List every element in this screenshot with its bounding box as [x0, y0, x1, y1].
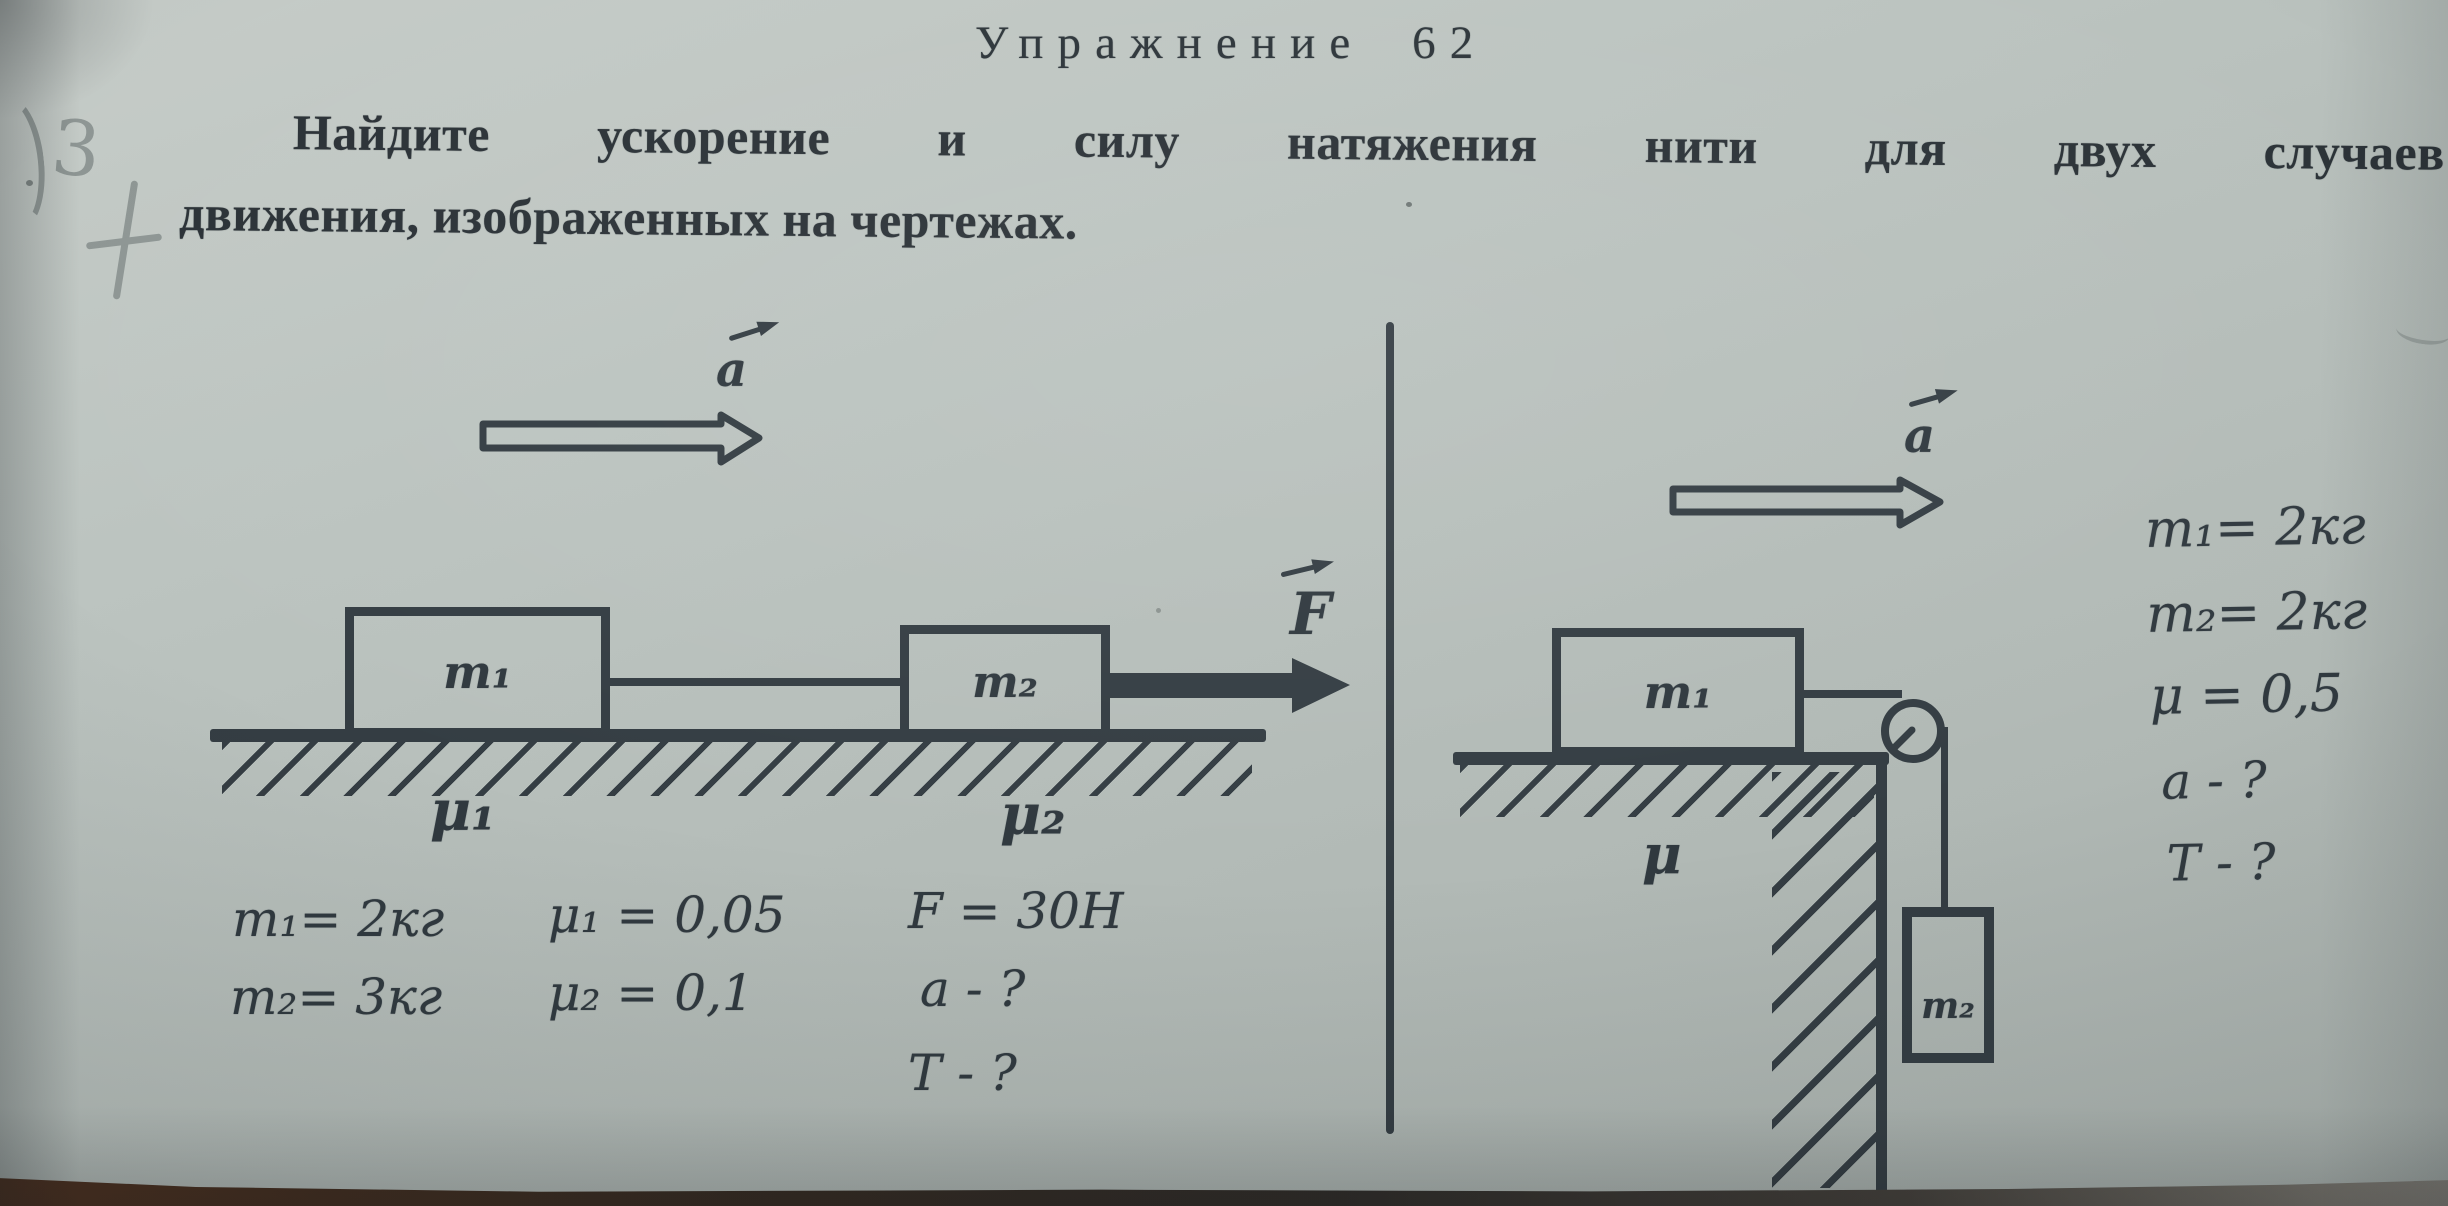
photo-table-edge — [0, 1178, 2448, 1206]
given-mu: μ = 0,5 — [2149, 663, 2344, 727]
find-acceleration: a - ? — [2160, 750, 2268, 811]
acceleration-label: a — [1904, 408, 1936, 464]
ink-speck — [1406, 202, 1412, 207]
given-m2: m₂= 3кг — [230, 968, 443, 1026]
diagram-divider-line — [1386, 322, 1394, 1134]
force-arrow — [1106, 658, 1350, 713]
given-m2: m₂= 2кг — [2145, 581, 2368, 645]
block-m2: m₂ — [900, 625, 1110, 739]
block-m1-label: m₁ — [443, 645, 512, 699]
vector-arrow-icon — [729, 321, 780, 341]
block-m2-label: m₂ — [972, 656, 1038, 708]
string-horizontal — [1798, 690, 1902, 698]
vector-arrow-icon — [1280, 559, 1334, 577]
acceleration-arrow — [1669, 476, 1944, 529]
table-line — [1453, 752, 1889, 765]
given-force: F = 30Н — [908, 882, 1124, 940]
connecting-rod — [606, 678, 904, 686]
force-label: F — [1290, 580, 1332, 648]
acceleration-label: a — [716, 342, 748, 398]
ground-line — [210, 729, 1266, 742]
ink-speck-2 — [1156, 608, 1161, 613]
ground-hatching — [222, 742, 1252, 796]
problem-text-line-1: Найдите ускорение и силу натяжения нити … — [292, 104, 2446, 181]
block-m2-label: m₂ — [1921, 985, 1975, 1027]
block-m2: m₂ — [1902, 907, 1994, 1063]
acceleration-arrow — [479, 411, 763, 466]
page-title: Упражнение 62 — [975, 17, 1488, 69]
problem-text-line-2: движения, изображенных на чертежах. — [178, 184, 1079, 250]
block-m1: m₁ — [1552, 628, 1804, 756]
mu1-label: μ₁ — [430, 778, 496, 844]
find-tension: T - ? — [908, 1044, 1017, 1102]
given-mu1: μ₁ = 0,05 — [548, 886, 786, 944]
block-m1: m₁ — [345, 607, 610, 737]
wall-hatching — [1772, 772, 1876, 1188]
pencil-squiggle — [2394, 315, 2448, 349]
find-tension: T - ? — [2166, 832, 2277, 893]
pencil-dot — [26, 180, 33, 186]
pencil-paren-mark — [0, 93, 51, 233]
mu-label: μ — [1642, 822, 1682, 886]
given-mu2: μ₂ = 0,1 — [548, 964, 754, 1022]
vector-arrow-icon — [1909, 389, 1958, 407]
pencil-margin-number: 3 — [48, 102, 105, 195]
given-m1: m₁= 2кг — [232, 890, 445, 948]
right-given-values: m₁= 2кг m₂= 2кг μ = 0,5 a - ? T - ? — [2144, 496, 2372, 915]
given-m1: m₁= 2кг — [2144, 496, 2367, 560]
wall-line — [1876, 760, 1887, 1196]
mu2-label: μ₂ — [1000, 782, 1066, 848]
block-m1-label: m₁ — [1643, 665, 1713, 719]
string-vertical — [1941, 727, 1948, 911]
find-acceleration: a - ? — [920, 960, 1026, 1018]
